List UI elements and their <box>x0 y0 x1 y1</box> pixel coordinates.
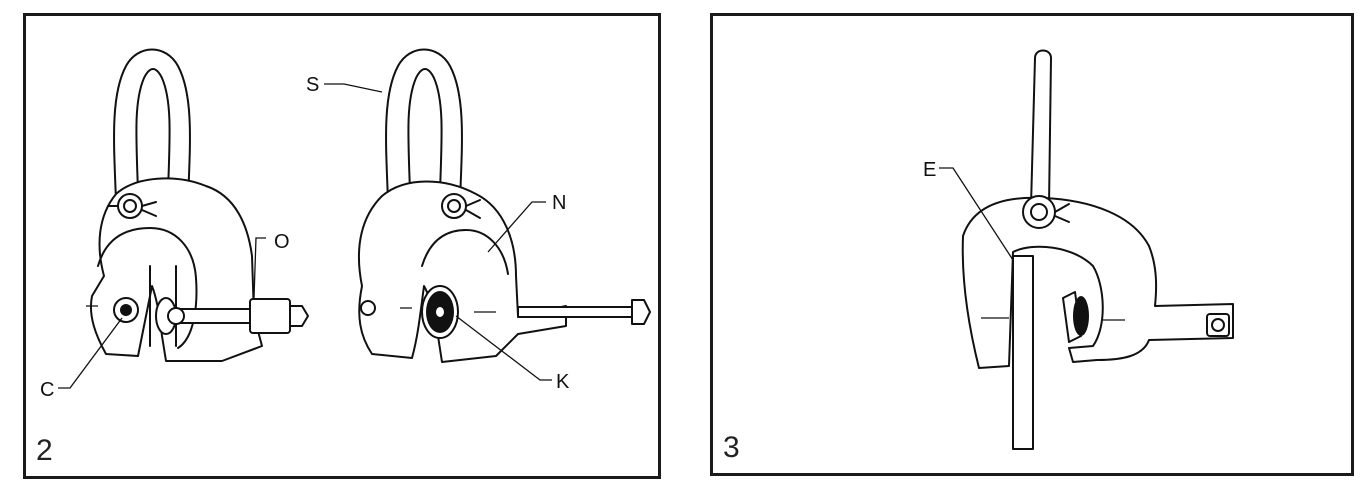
figure-number: 3 <box>723 431 740 464</box>
leader-s <box>324 83 383 93</box>
figure-2-illustration: S N O C K <box>40 48 651 401</box>
figure-3-illustration: E <box>923 49 1234 450</box>
callout-s: S <box>306 74 319 96</box>
leader-n <box>487 201 546 253</box>
leader-c <box>58 317 123 389</box>
leader-k <box>455 315 552 381</box>
callout-k: K <box>556 371 570 393</box>
figure-3-panel: E 3 <box>710 13 1354 476</box>
callout-n: N <box>552 192 566 214</box>
side-clamp-drawing <box>961 49 1234 450</box>
figure-2-panel: S N O C K 2 <box>23 13 661 479</box>
callout-o: O <box>274 231 290 253</box>
left-clamp-drawing <box>86 48 309 362</box>
leader-o <box>253 237 266 299</box>
callout-e: E <box>923 159 936 181</box>
callout-c: C <box>40 379 54 401</box>
leader-e <box>939 167 1014 261</box>
figure-number: 2 <box>36 434 53 467</box>
right-clamp-drawing <box>357 48 651 363</box>
